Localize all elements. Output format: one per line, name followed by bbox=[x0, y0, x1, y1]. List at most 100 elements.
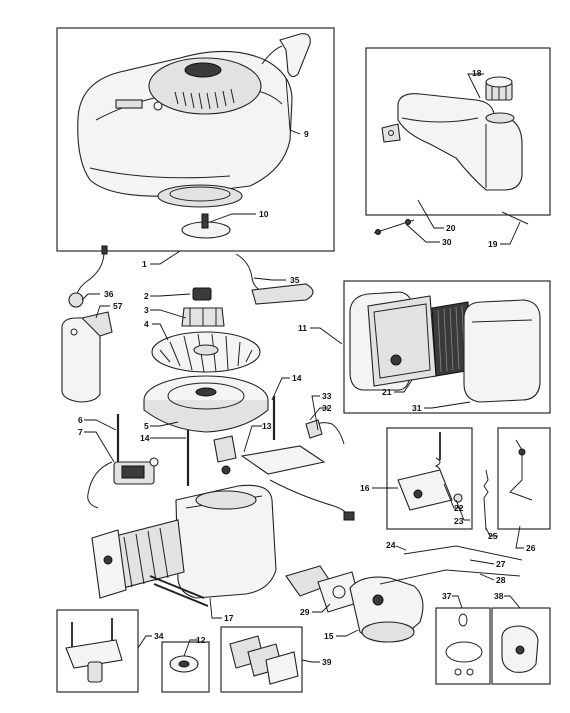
fuel-pump-body bbox=[61, 317, 101, 403]
cable-clip bbox=[305, 419, 323, 439]
label-part-25: 25 bbox=[488, 531, 498, 541]
ground-wire bbox=[235, 253, 267, 293]
gasket bbox=[265, 651, 299, 685]
control-washer bbox=[453, 493, 463, 503]
tank-filler-neck bbox=[485, 112, 515, 124]
label-part-22: 22 bbox=[454, 503, 464, 513]
stop-wire bbox=[269, 479, 351, 519]
spark-plug-hole bbox=[103, 555, 113, 565]
label-part-18: 18 bbox=[472, 68, 482, 78]
panel-air-filter bbox=[343, 280, 551, 414]
label-part-28: 28 bbox=[496, 575, 506, 585]
label-part-30: 30 bbox=[442, 237, 452, 247]
fuel-pump-bracket bbox=[80, 311, 113, 337]
label-part-15: 15 bbox=[324, 631, 334, 641]
seal-washer bbox=[454, 668, 462, 676]
crankcase bbox=[175, 484, 277, 599]
label-part-21: 21 bbox=[382, 387, 392, 397]
seal-washer bbox=[466, 668, 474, 676]
crankcase-boss bbox=[195, 490, 257, 510]
label-part-57: 57 bbox=[113, 301, 123, 311]
mounting-bracket bbox=[65, 639, 123, 669]
flywheel-ring bbox=[167, 382, 245, 410]
label-part-36: 36 bbox=[104, 289, 114, 299]
panel-frame bbox=[497, 427, 551, 530]
label-part-32: 32 bbox=[322, 403, 332, 413]
label-part-10: 10 bbox=[259, 209, 269, 219]
label-part-16: 16 bbox=[360, 483, 370, 493]
panel-fuel-tank bbox=[365, 47, 551, 235]
spark-plug-cap bbox=[68, 292, 84, 308]
carburettor-group bbox=[285, 545, 523, 643]
governor-lever bbox=[509, 439, 533, 501]
spark-plug-wire bbox=[75, 251, 105, 301]
panel-linkage bbox=[483, 427, 551, 531]
label-part-14: 14 bbox=[292, 373, 302, 383]
ignition-coil-core bbox=[121, 465, 145, 479]
ignition-lead bbox=[87, 461, 113, 509]
label-part-1: 1 bbox=[142, 259, 147, 269]
label-part-2: 2 bbox=[144, 291, 149, 301]
label-part-5: 5 bbox=[144, 421, 149, 431]
panel-frame bbox=[435, 607, 491, 685]
tank-mount-tab bbox=[381, 123, 401, 143]
governor-group bbox=[213, 253, 355, 521]
control-bracket bbox=[240, 445, 326, 475]
panel-gasket-kit bbox=[220, 626, 303, 693]
label-part-38: 38 bbox=[494, 591, 504, 601]
fuel-cap-top bbox=[485, 76, 513, 88]
flywheel-rim bbox=[143, 400, 269, 433]
fuel-pump-port bbox=[70, 328, 78, 336]
ignition-wire-group bbox=[61, 245, 113, 403]
control-plate bbox=[397, 469, 453, 511]
spring-center bbox=[178, 660, 190, 668]
ignition-coil-group bbox=[87, 457, 159, 509]
tank-mount-hole bbox=[388, 130, 394, 136]
leader-lines bbox=[81, 73, 524, 663]
label-part-19: 19 bbox=[488, 239, 498, 249]
throttle-rod bbox=[403, 545, 523, 561]
label-part-23: 23 bbox=[454, 516, 464, 526]
housing-bolt bbox=[153, 101, 163, 111]
label-part-17: 17 bbox=[224, 613, 234, 623]
choke-rod bbox=[379, 569, 521, 585]
lever-pivot bbox=[518, 448, 526, 456]
pulley-inner-ring bbox=[169, 186, 231, 202]
governor-arm bbox=[213, 435, 237, 463]
float-pin bbox=[515, 645, 525, 655]
label-part-35: 35 bbox=[290, 275, 300, 285]
label-part-14: 14 bbox=[140, 433, 150, 443]
label-part-27: 27 bbox=[496, 559, 506, 569]
vent-slots bbox=[174, 88, 235, 110]
label-part-39: 39 bbox=[322, 657, 332, 667]
label-part-20: 20 bbox=[446, 223, 456, 233]
air-filter-plate bbox=[367, 295, 437, 387]
label-part-7: 7 bbox=[78, 427, 83, 437]
label-part-4: 4 bbox=[144, 319, 149, 329]
heat-shield bbox=[251, 283, 314, 305]
label-part-12: 12 bbox=[196, 635, 206, 645]
panel-seals bbox=[435, 607, 491, 685]
label-part-31: 31 bbox=[412, 403, 422, 413]
wire-connector bbox=[343, 511, 355, 521]
coil-screw bbox=[149, 457, 159, 467]
studs-group bbox=[116, 396, 276, 486]
panel-control bbox=[386, 427, 473, 530]
o-ring-large bbox=[445, 641, 483, 663]
filter-mount-knob bbox=[390, 354, 402, 366]
part-labels: 9 10 1 18 20 30 19 35 36 57 2 3 4 5 14 6… bbox=[78, 68, 536, 667]
float-bowl bbox=[361, 621, 415, 643]
o-ring-small bbox=[458, 613, 468, 627]
starter-cup-bolt bbox=[201, 213, 209, 229]
vent-cover-hub bbox=[184, 62, 222, 78]
fuel-line-clip bbox=[405, 219, 411, 225]
label-part-6: 6 bbox=[78, 415, 83, 425]
governor-spring bbox=[221, 465, 231, 475]
spacer-port bbox=[332, 585, 346, 599]
pull-handle bbox=[279, 33, 311, 78]
panel-starter-housing bbox=[56, 27, 335, 252]
label-part-13: 13 bbox=[262, 421, 272, 431]
label-part-9: 9 bbox=[304, 129, 309, 139]
